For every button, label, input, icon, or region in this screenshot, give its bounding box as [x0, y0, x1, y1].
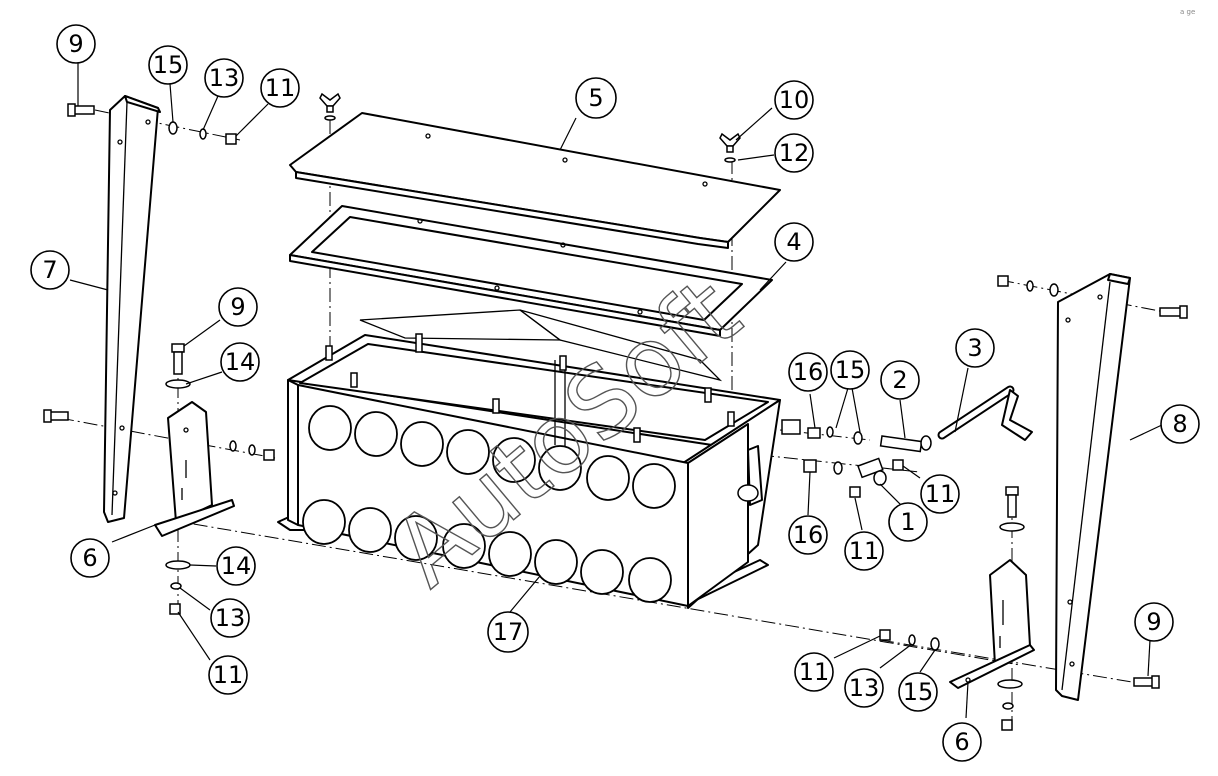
svg-text:14: 14: [221, 552, 252, 580]
callout-6-right: 6: [942, 722, 982, 762]
svg-text:16: 16: [793, 358, 824, 386]
callout-4: 4: [774, 222, 814, 262]
callout-9-lower-right: 9: [1134, 602, 1174, 642]
svg-text:9: 9: [1146, 608, 1161, 636]
callout-1: 1: [888, 502, 928, 542]
callout-2: 2: [880, 360, 920, 400]
studs: [325, 333, 735, 443]
callout-16-upper: 16: [788, 352, 828, 392]
callout-11-lower-left: 11: [208, 655, 248, 695]
svg-text:15: 15: [903, 678, 934, 706]
callout-11-top: 11: [260, 68, 300, 108]
svg-text:3: 3: [967, 334, 982, 362]
plate-right: [1055, 273, 1131, 701]
svg-text:15: 15: [153, 51, 184, 79]
svg-text:2: 2: [892, 366, 907, 394]
svg-text:9: 9: [68, 30, 83, 58]
callout-10: 10: [774, 80, 814, 120]
svg-text:7: 7: [42, 256, 57, 284]
callout-16-lower: 16: [788, 515, 828, 555]
svg-text:15: 15: [835, 356, 866, 384]
callout-12: 12: [774, 133, 814, 173]
callout-3: 3: [955, 328, 995, 368]
callout-11-lower-right: 11: [794, 652, 834, 692]
bracket-right: [949, 559, 1035, 689]
callout-14-lower: 14: [216, 546, 256, 586]
pipe-stubs-top-row: [308, 405, 676, 509]
pin: [879, 435, 932, 453]
callout-15-top: 15: [148, 45, 188, 85]
main-box: [277, 309, 781, 609]
crank-handle: [937, 385, 1033, 441]
svg-text:10: 10: [779, 86, 810, 114]
callout-14-upper: 14: [220, 342, 260, 382]
callout-13-lower-left: 13: [210, 598, 250, 638]
svg-text:13: 13: [215, 604, 246, 632]
svg-text:17: 17: [493, 618, 524, 646]
svg-text:12: 12: [779, 139, 810, 167]
callout-15-right: 15: [830, 350, 870, 390]
svg-text:6: 6: [954, 728, 969, 756]
svg-text:13: 13: [209, 64, 240, 92]
pipe-stubs-bottom-row: [302, 499, 672, 603]
svg-text:1: 1: [900, 508, 915, 536]
plate-left: [103, 95, 161, 523]
svg-text:14: 14: [225, 348, 256, 376]
svg-text:11: 11: [799, 658, 830, 686]
svg-text:11: 11: [265, 74, 296, 102]
callout-11-mid-right: 11: [844, 531, 884, 571]
callout-13-lower-right: 13: [844, 668, 884, 708]
callout-15-lower-right: 15: [898, 672, 938, 712]
callout-7: 7: [30, 250, 70, 290]
callout-6-left: 6: [70, 538, 110, 578]
svg-text:16: 16: [793, 521, 824, 549]
corner-mark: a ge: [1180, 8, 1195, 16]
hardware: [43, 92, 1188, 731]
svg-text:4: 4: [786, 228, 801, 256]
callout-11-right: 11: [920, 474, 960, 514]
cover-lid: [289, 112, 781, 249]
callout-17: 17: [487, 611, 529, 653]
svg-text:13: 13: [849, 674, 880, 702]
callout-8: 8: [1160, 404, 1200, 444]
svg-text:11: 11: [849, 537, 880, 565]
callout-9-top-left: 9: [56, 24, 96, 64]
svg-text:8: 8: [1172, 410, 1187, 438]
svg-text:11: 11: [213, 661, 244, 689]
callout-9-left-mid: 9: [218, 287, 258, 327]
svg-text:6: 6: [82, 544, 97, 572]
callout-5: 5: [575, 77, 617, 119]
bracket-left: [154, 401, 235, 537]
callout-13-top: 13: [204, 58, 244, 98]
svg-text:11: 11: [925, 480, 956, 508]
callouts: 9 15 13 11 5 10 12 4: [30, 24, 1200, 762]
gasket-frame: [289, 205, 773, 337]
hinge-sleeve: [857, 457, 887, 486]
svg-text:5: 5: [588, 84, 603, 112]
svg-text:9: 9: [230, 293, 245, 321]
